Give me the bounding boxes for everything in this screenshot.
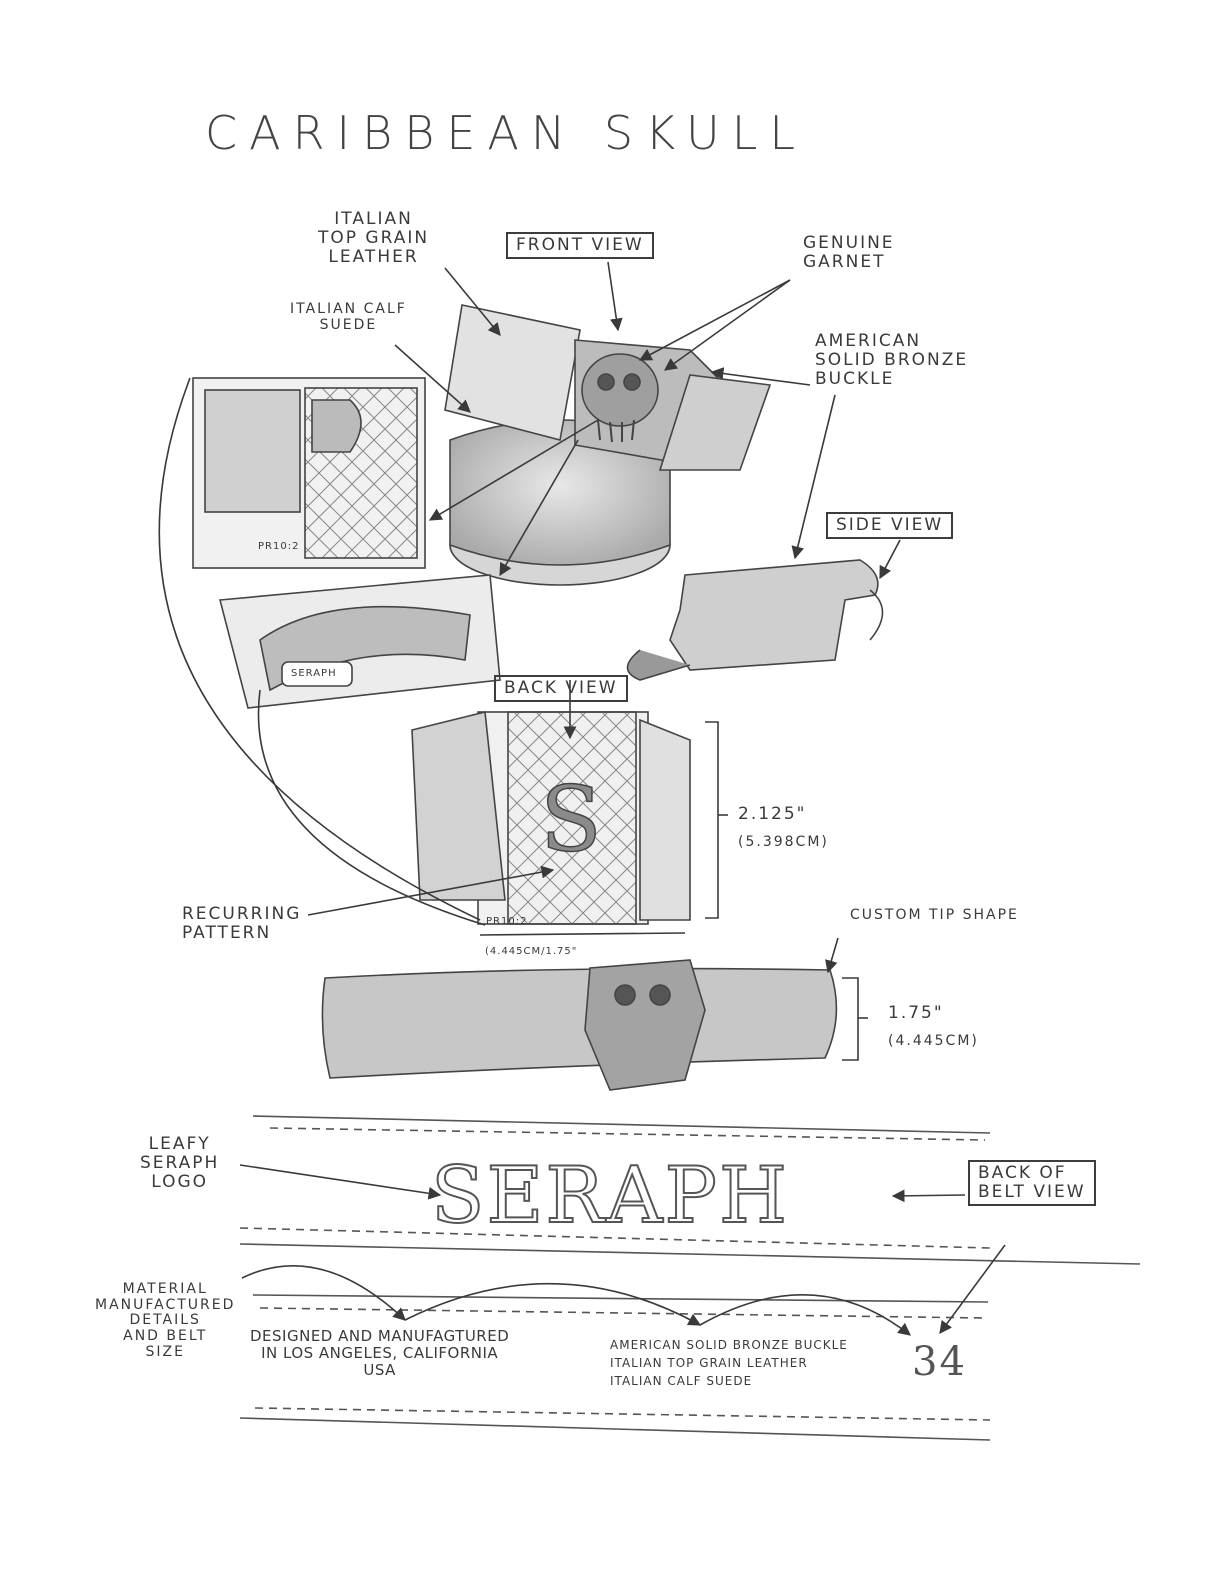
front-view-drawing <box>444 304 772 586</box>
leader-arrows <box>239 261 1006 1336</box>
label-back-of-belt-view: BACK OF BELT VIEW <box>968 1160 1096 1207</box>
sweep-lines <box>158 377 486 926</box>
seraph-logo: SERAPH <box>431 1151 789 1241</box>
box-side-drawing <box>218 574 501 709</box>
belt-back-drawing <box>239 1115 1141 1441</box>
dimension-strap-cm: (4.445cm) <box>888 1033 979 1049</box>
seraph-tag: SERAPH <box>291 668 337 679</box>
dimension-height-in: 2.125" <box>738 804 807 824</box>
side-view-drawing <box>626 559 884 681</box>
sketch-title: CARIBBEAN SKULL <box>205 106 807 160</box>
dimension-width: (4.445cm/1.75" <box>485 946 578 957</box>
pr-code-back: Pr10:2 <box>486 916 528 927</box>
materials-text: AMERICAN SOLID BRONZE BUCKLE ITALIAN TOP… <box>610 1338 848 1388</box>
dimension-strap-in: 1.75" <box>888 1003 944 1023</box>
back-view-drawing: S <box>411 711 691 925</box>
label-genuine-garnet: GENUINE GARNET <box>803 233 895 273</box>
box-inset-drawing <box>192 377 426 569</box>
dimension-brackets <box>479 721 868 1061</box>
label-material-details: MATERIAL MANUFACTURED DETAILS AND BELT S… <box>95 1281 236 1360</box>
designed-text: DESIGNED AND MANUFAGTURED IN LOS ANGELES… <box>250 1327 510 1379</box>
pr-code-top: Pr10:2 <box>258 541 300 552</box>
label-front-view: FRONT VIEW <box>506 232 654 260</box>
svg-text:S: S <box>540 767 602 872</box>
label-back-view: BACK VIEW <box>494 675 628 703</box>
label-leafy-seraph-logo: LEAFY SERAPH LOGO <box>140 1134 220 1193</box>
label-custom-tip-shape: CUSTOM TIP SHAPE <box>850 907 1019 923</box>
label-american-solid-bronze-buckle: AMERICAN SOLID BRONZE BUCKLE <box>815 331 969 390</box>
label-side-view: SIDE VIEW <box>826 512 954 540</box>
label-italian-top-grain-leather: ITALIAN TOP GRAIN LEATHER <box>318 209 430 268</box>
label-italian-calf-suede: ITALIAN CALF SUEDE <box>290 301 407 333</box>
dimension-height-cm: (5.398cm) <box>738 834 829 850</box>
belt-size: 34 <box>912 1339 967 1385</box>
strap-drawing <box>321 959 838 1091</box>
label-recurring-pattern: RECURRING PATTERN <box>182 904 302 944</box>
